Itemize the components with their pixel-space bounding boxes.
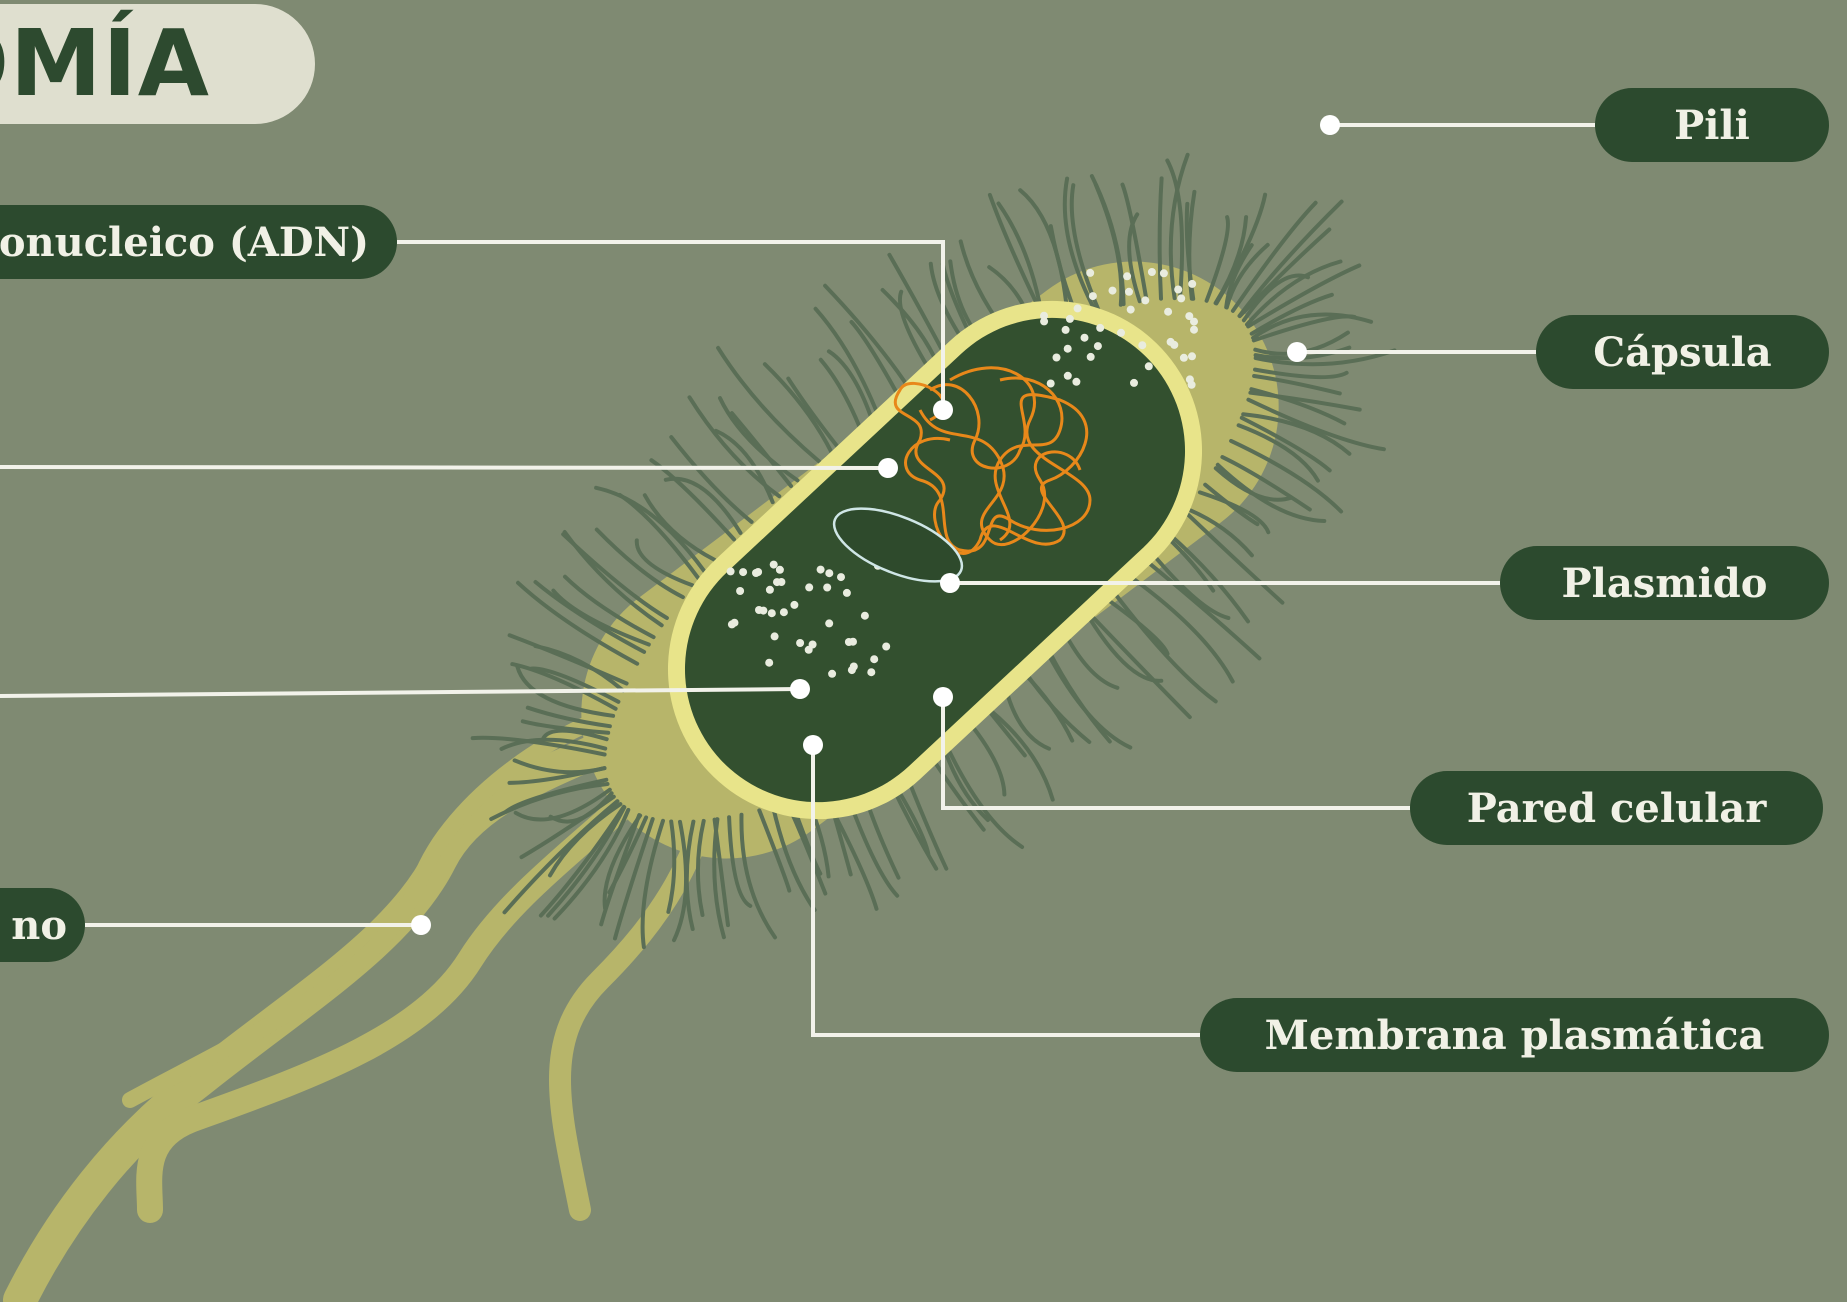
- ribosome-dot: [1188, 381, 1196, 389]
- label-flagelo-text: no: [11, 902, 67, 949]
- pilus: [620, 495, 699, 578]
- ribosome-dot: [1040, 317, 1048, 325]
- ribosome-dot: [1074, 304, 1082, 312]
- ribosome-dot: [796, 639, 804, 647]
- ribosome-dot: [1064, 345, 1072, 353]
- ribosome-dot: [867, 668, 875, 676]
- ribosome-dot: [765, 659, 773, 667]
- ribosome-dot: [1130, 379, 1138, 387]
- ribosome-dot: [1064, 372, 1072, 380]
- ribosome-dot: [1081, 334, 1089, 342]
- ribosome-dot: [1087, 353, 1095, 361]
- ribosome-dot: [805, 646, 813, 654]
- label-pared-celular-text: Pared celular: [1467, 785, 1767, 832]
- ribosome-dot: [1053, 354, 1061, 362]
- ribosome-dot: [771, 632, 779, 640]
- label-membrana-plasmatica-text: Membrana plasmática: [1265, 1012, 1765, 1059]
- ribosome-dot: [790, 601, 798, 609]
- ribosome-dot: [1125, 288, 1133, 296]
- pilus: [596, 488, 704, 572]
- ribosome-dot: [849, 638, 857, 646]
- label-pili-text: Pili: [1674, 102, 1750, 149]
- label-capsula: Cápsula: [1536, 315, 1829, 389]
- pilus: [1186, 512, 1283, 602]
- label-plasmido-text: Plasmido: [1562, 560, 1768, 607]
- ribosome-dot: [736, 587, 744, 595]
- ribosome-dot: [1089, 292, 1097, 300]
- ribosome-dot: [825, 569, 833, 577]
- ribosome-dot: [1167, 338, 1175, 346]
- label-capsula-text: Cápsula: [1593, 329, 1771, 376]
- ribosome-dot: [770, 561, 778, 569]
- label-pared-celular: Pared celular: [1410, 771, 1823, 845]
- ribosome-dot: [1066, 315, 1074, 323]
- ribosome-dot: [1145, 362, 1153, 370]
- label-plasmido: Plasmido: [1500, 546, 1829, 620]
- ribosome-dot: [1086, 269, 1094, 277]
- title-banner: OMÍA: [0, 4, 315, 124]
- ribosome-dot: [1094, 342, 1102, 350]
- ribosome-dot: [823, 584, 831, 592]
- label-pili: Pili: [1595, 88, 1829, 162]
- ribosome-dot: [882, 643, 890, 651]
- ribosome-dot: [828, 670, 836, 678]
- ribosome-dot: [861, 612, 869, 620]
- ribosome-dot: [1047, 380, 1055, 388]
- ribosome-dot: [739, 568, 747, 576]
- label-membrana-plasmatica: Membrana plasmática: [1200, 998, 1829, 1072]
- ribosome-dot: [1062, 326, 1070, 334]
- ribosome-dot: [1123, 272, 1131, 280]
- ribosome-dot: [1160, 269, 1168, 277]
- pilus: [821, 360, 861, 431]
- page-title: OMÍA: [0, 18, 210, 110]
- ribosome-dot: [776, 566, 784, 574]
- ribosome-dot: [773, 578, 781, 586]
- ribosome-dot: [825, 619, 833, 627]
- ribosome-dot: [1188, 280, 1196, 288]
- ribosome-dot: [870, 655, 878, 663]
- ribosome-dot: [780, 608, 788, 616]
- label-flagelo: no: [0, 888, 85, 962]
- ribosome-dot: [1138, 341, 1146, 349]
- ribosome-dot: [728, 620, 736, 628]
- ribosome-dot: [755, 606, 763, 614]
- ribosome-dot: [817, 566, 825, 574]
- ribosome-dot: [850, 663, 858, 671]
- ribosome-dot: [1109, 287, 1117, 295]
- ribosome-dot: [1117, 329, 1125, 337]
- ribosome-dot: [768, 609, 776, 617]
- ribosome-dot: [1148, 268, 1156, 276]
- pilus: [765, 364, 832, 452]
- label-adn-text: onucleico (ADN): [0, 219, 369, 266]
- pilus: [788, 379, 838, 448]
- ribosome-dot: [1177, 294, 1185, 302]
- label-adn: onucleico (ADN): [0, 205, 397, 279]
- ribosome-dot: [1190, 318, 1198, 326]
- ribosome-dot: [805, 583, 813, 591]
- ribosome-dot: [1174, 286, 1182, 294]
- ribosome-dot: [1127, 306, 1135, 314]
- pilus: [1160, 178, 1162, 298]
- ribosome-dot: [1072, 378, 1080, 386]
- ribosome-dot: [766, 586, 774, 594]
- ribosome-dot: [1096, 324, 1104, 332]
- ribosome-dot: [727, 567, 735, 575]
- ribosome-dot: [843, 589, 851, 597]
- ribosome-dot: [1190, 326, 1198, 334]
- ribosome-dot: [1141, 296, 1149, 304]
- ribosome-dot: [754, 568, 762, 576]
- ribosome-dot: [1188, 352, 1196, 360]
- ribosome-dot: [1164, 308, 1172, 316]
- ribosome-dot: [1180, 354, 1188, 362]
- ribosome-dot: [837, 573, 845, 581]
